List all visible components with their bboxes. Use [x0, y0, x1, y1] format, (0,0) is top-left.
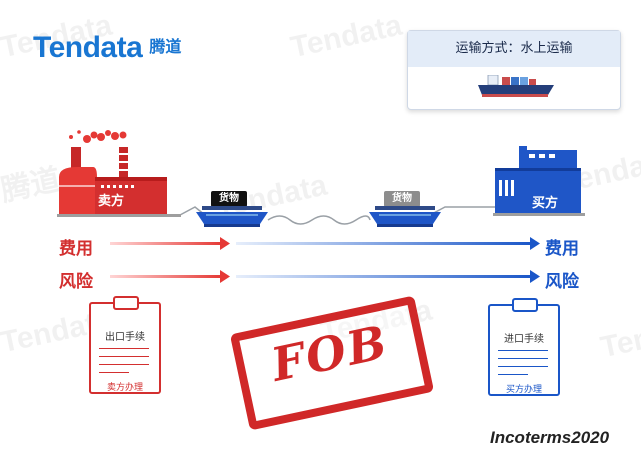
- cost-label-seller: 费用: [59, 239, 93, 259]
- cargo-ship-icon: [478, 75, 554, 97]
- buyer-label: 买方: [532, 196, 559, 211]
- seller-factory-icon: [57, 130, 181, 217]
- seller-ship-icon: [196, 206, 268, 227]
- import-doc-title: 进口手续: [504, 334, 544, 345]
- export-doc-title: 出口手续: [105, 332, 145, 343]
- incoterms-label: Incoterms2020: [490, 428, 610, 447]
- risk-arrow-buyer: [236, 270, 540, 283]
- brand-logo: Tendata 腾道: [33, 31, 181, 67]
- logo-cn-text: 腾道: [149, 37, 182, 56]
- risk-label-seller: 风险: [59, 272, 93, 292]
- export-doc-footer: 卖方办理: [106, 383, 143, 393]
- doc-line: [498, 350, 548, 351]
- doc-line: [498, 374, 528, 375]
- doc-line: [99, 372, 129, 373]
- seller-label: 卖方: [98, 194, 125, 209]
- cargo-tag-buyer: 货物: [384, 191, 420, 207]
- risk-label-buyer: 风险: [545, 272, 579, 292]
- transport-mode-label: 运输方式：水上运输: [408, 31, 620, 67]
- risk-arrow-seller: [110, 270, 230, 283]
- import-documents-clipboard: 进口手续 买方办理: [488, 298, 560, 396]
- clipboard-clip-icon: [512, 298, 538, 312]
- buyer-ship-icon: [369, 206, 441, 227]
- clipboard-clip-icon: [113, 296, 139, 310]
- cost-arrow-seller: [110, 237, 230, 250]
- doc-line: [99, 348, 149, 349]
- doc-line: [498, 358, 548, 359]
- logo-wordmark: Tendata: [33, 31, 143, 64]
- doc-line: [498, 366, 548, 367]
- cost-arrow-buyer: [236, 237, 540, 250]
- buyer-building-icon: [493, 146, 585, 216]
- export-documents-clipboard: 出口手续 卖方办理: [89, 296, 161, 394]
- doc-line: [99, 356, 149, 357]
- doc-line: [99, 364, 149, 365]
- cost-label-buyer: 费用: [545, 239, 579, 259]
- cargo-tag-seller: 货物: [211, 191, 247, 207]
- transport-mode-card: 运输方式：水上运输: [407, 30, 621, 110]
- import-doc-footer: 买方办理: [505, 385, 542, 395]
